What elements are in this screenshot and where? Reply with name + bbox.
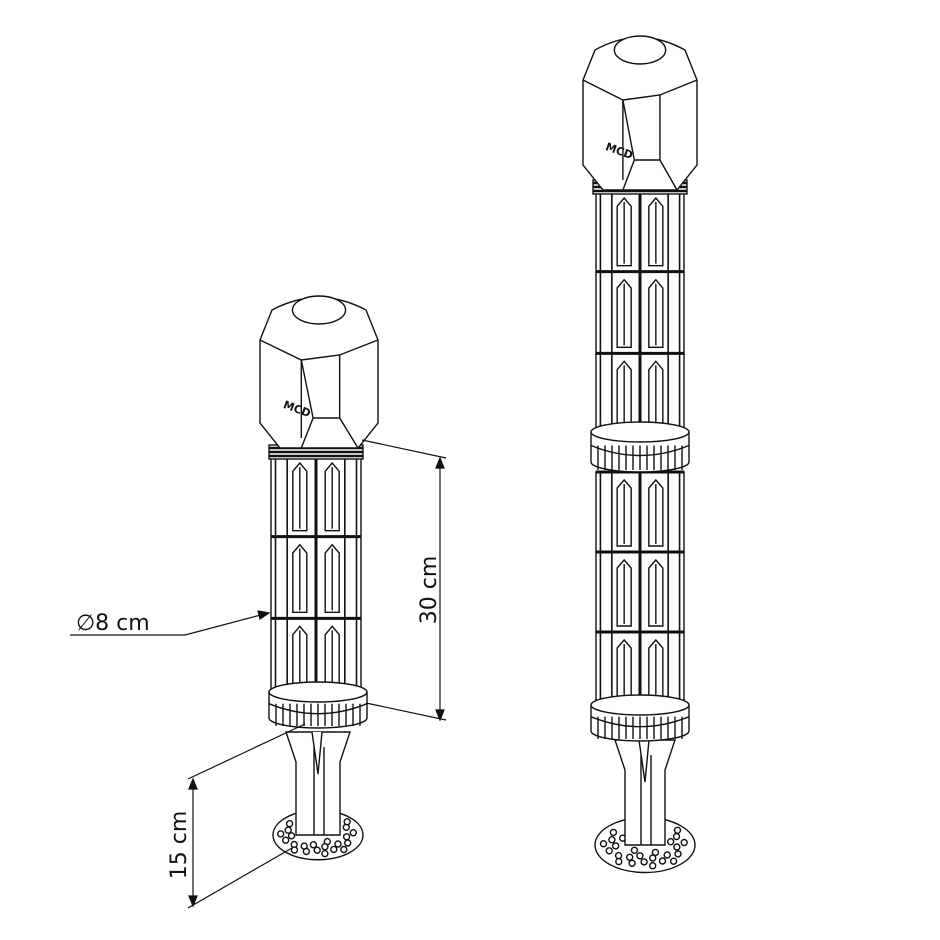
plate-hole [658,857,667,865]
lamp-head [259,296,379,449]
height-body-label: 30 cm [417,556,442,625]
plate-hole [599,840,608,848]
head-cap [613,35,667,65]
plate-hole [680,838,688,847]
plate-hole [612,842,620,850]
head-cap [291,295,347,325]
plate-hole [309,841,318,849]
plate-hole [334,840,342,848]
collar-line [590,716,690,728]
plate-hole [651,848,660,857]
plate-hole [330,845,338,854]
height-spike-label: 15 cm [167,811,192,880]
plate-hole [649,862,657,870]
spike-tip [638,739,650,783]
plate-hole [663,851,671,859]
plate-hole [340,845,348,854]
plate-hole [674,850,682,858]
plate-hole [640,858,648,866]
head-edge [582,79,698,101]
plate-hole [321,843,329,851]
plate-hole [669,857,678,865]
plate-hole [282,836,290,844]
plate-hole [609,828,618,837]
dimension-diameter [70,610,271,636]
spike-stem [285,731,351,836]
plate-hole [349,829,357,837]
collar-top [268,681,368,703]
spike-tip [311,731,323,775]
plate-hole [630,846,639,854]
plate-hole [321,849,329,858]
plate-hole [672,832,681,841]
plate-hole [649,854,657,862]
plate-hole [608,836,616,844]
dimension-15cm [187,723,306,909]
plate-hole [277,830,285,838]
plate-hole [614,851,623,860]
diameter-label: ∅8 cm [76,611,150,636]
spike-stem [614,739,676,846]
tall-stake-light: MCD [582,35,698,874]
plate-hole [605,847,613,855]
dimension-30cm [361,439,447,722]
plate-hole [667,838,675,846]
plate-hole [344,839,352,847]
head-facets [622,95,678,191]
plate-hole [673,826,682,834]
plate-hole [342,833,351,841]
plate-hole [636,852,644,860]
collar-line [268,703,368,715]
plate-hole [302,847,311,856]
short-stake-light: MCD [259,295,379,861]
plate-hole [287,832,296,840]
plate-hole [673,843,681,851]
plate-hole [615,857,623,866]
head-facets [300,355,359,449]
plate-hole [343,818,351,826]
plate-hole [290,846,299,854]
collar-top [590,421,690,443]
lamp-head [582,36,698,191]
plate-hole [628,859,636,867]
plate-hole [284,826,292,834]
plate-hole [626,853,634,861]
collar-top [590,694,690,716]
plate-hole [285,820,294,828]
collar-line [590,444,690,457]
head-edge [259,339,379,361]
plate-hole [313,846,321,854]
